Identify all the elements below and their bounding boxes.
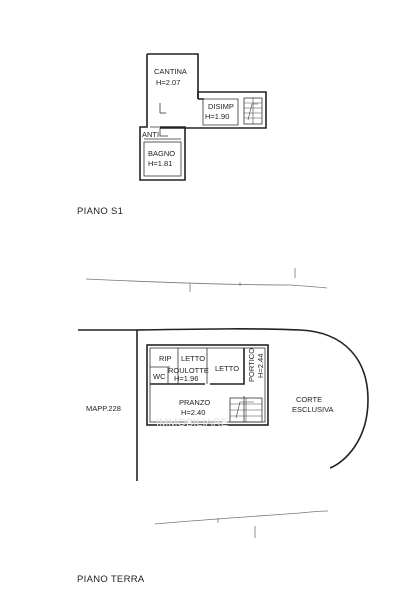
anti-label: ANTI	[142, 130, 159, 139]
letto-label-1: LETTO	[181, 354, 205, 363]
watermark: IMMOBILIARE	[156, 417, 228, 429]
basement-stair	[243, 97, 263, 125]
house-outline	[146, 344, 269, 426]
esclusiva-label: ESCLUSIVA	[292, 405, 334, 414]
letto-label-2: LETTO	[215, 364, 239, 373]
corte-label: CORTE	[296, 395, 322, 404]
mapp-label: MAPP.228	[86, 404, 121, 413]
wc-label: WC	[153, 372, 166, 381]
disimp-walls	[160, 91, 267, 129]
portico-label: PORTICO	[247, 348, 256, 382]
curved-boundary	[136, 328, 369, 469]
disimp-height: H=1.90	[205, 112, 229, 121]
roulotte-label: ROULOTTE	[168, 366, 209, 375]
ground-title: PIANO TERRA	[77, 574, 145, 585]
ground-stair	[229, 397, 263, 423]
disimp-label: DISIMP	[208, 102, 234, 111]
pranzo-label: PRANZO	[179, 398, 210, 407]
bagno-label: BAGNO	[148, 149, 175, 158]
bagno-inner	[143, 141, 182, 177]
rip-label: RIP	[159, 354, 172, 363]
bagno-height: H=1.81	[148, 159, 172, 168]
lower-boundary-line	[154, 510, 329, 525]
basement-title: PIANO S1	[77, 206, 123, 217]
ground-plan: IMMOBILIARE RIP LETTO LETTO WC ROULOTTE …	[77, 268, 369, 585]
portico-height: H=2.44	[256, 354, 265, 378]
cantina-label: CANTINA	[154, 67, 187, 76]
upper-boundary-line	[85, 278, 328, 289]
basement-plan: CANTINA H=2.07 DISIMP H=1.90 ANTI BAGNO …	[77, 53, 267, 217]
roulotte-height: H=1.96	[174, 374, 198, 383]
pranzo-height: H=2.40	[181, 408, 205, 417]
cantina-height: H=2.07	[156, 78, 180, 87]
